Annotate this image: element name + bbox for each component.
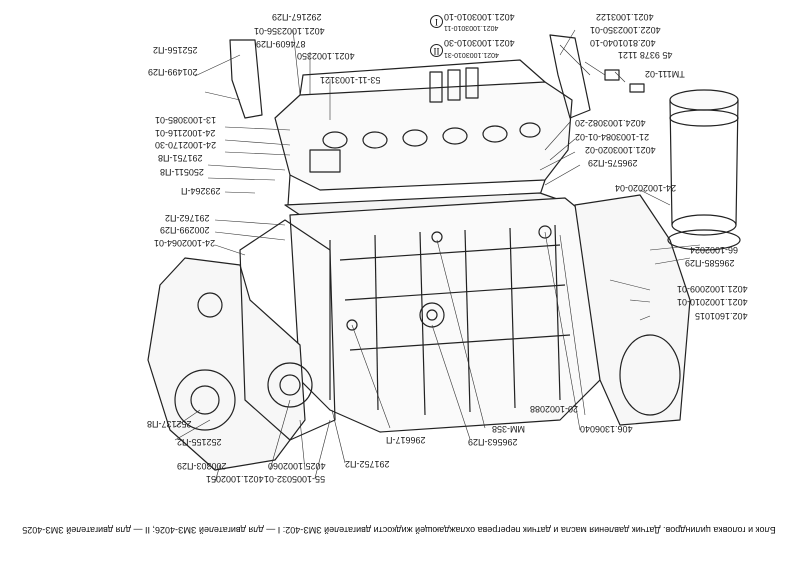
bellhousing: [574, 194, 691, 426]
part-label: 296617-П: [386, 435, 426, 445]
part-label: 4021.1003122: [596, 12, 654, 22]
part-label: 402.8101040-10: [590, 38, 656, 48]
part-label: 296575-П29: [588, 158, 638, 168]
part-label: 291752-П2: [345, 459, 390, 469]
part-label: 4025.1002060: [268, 461, 326, 471]
variant-label: 4021.1003010-30: [444, 38, 515, 48]
part-label: 55-1005032-01: [264, 474, 326, 484]
variant-label: 4021.1003010-31: [444, 51, 499, 58]
part-label: 293264-П: [181, 186, 221, 196]
part-label: 406.1306040: [580, 424, 633, 434]
part-label: 66-1002024: [690, 245, 739, 255]
front-plate: [239, 219, 336, 441]
part-label: 4022.1002350-01: [590, 25, 661, 35]
variant-marker-2: II: [430, 44, 443, 57]
part-label: 4021.1002350: [297, 51, 355, 61]
part-label: 4021.1002009-01: [677, 284, 748, 294]
variant-marker-1: I: [430, 15, 443, 28]
part-label: 24-1002064-01: [154, 238, 216, 248]
part-label: 45 9378 1121: [618, 50, 673, 60]
variant-label: 4021.1003010-10: [444, 12, 515, 22]
part-label: 4024.1003082-20: [575, 118, 646, 128]
part-label: 252137-П8: [147, 419, 192, 429]
part-label: 296585-П29: [685, 258, 735, 268]
part-label: 4021.1003020-02: [585, 145, 656, 155]
part-label: 13-1003085-01: [155, 115, 217, 125]
part-label: 252155-П2: [177, 437, 222, 447]
part-label: 292167-П29: [272, 12, 322, 22]
cylinder-liner: [667, 89, 741, 251]
part-label: 20-1002088: [530, 404, 579, 414]
part-label: 53-11-1003121: [320, 75, 381, 85]
part-label: 291762-П2: [165, 213, 210, 223]
variant-label: 4021.1003010-11: [444, 24, 499, 31]
part-label: 24-1002170-30: [155, 140, 217, 150]
part-label: ТМ111-02: [645, 69, 685, 79]
part-label: 296563-П29: [468, 437, 518, 447]
figure-caption: Блок и головка цилиндров. Датчик давлени…: [22, 525, 776, 535]
part-label: 250511-П8: [160, 167, 204, 177]
cylinder-head: [274, 59, 573, 206]
temperature-sensor: [629, 83, 645, 93]
timing-cover: [147, 257, 313, 471]
lift-bracket-left: [229, 39, 263, 119]
part-label: 200299-П29: [160, 225, 210, 235]
part-label: 21-1003084-01-02: [575, 132, 650, 142]
cylinder-block: [289, 197, 601, 433]
part-label: 4021.1002356-01: [254, 26, 325, 36]
part-label: 402.1601015: [695, 311, 748, 321]
part-label: 200303-П29: [177, 461, 227, 471]
part-label: 4021.1002051: [206, 474, 264, 484]
part-label: 4021.1002010-01: [677, 297, 748, 307]
part-label: 24-1002116-01: [155, 128, 216, 138]
part-label: 252156-П2: [153, 45, 198, 55]
part-label: 24-1002020-04: [615, 183, 677, 193]
part-label: 291751-П8: [158, 153, 203, 163]
part-label: ММ-358: [492, 424, 526, 434]
part-label: 201499-П29: [148, 67, 198, 77]
part-label: 874609-П29: [256, 39, 306, 49]
oil-pressure-sensor: [604, 69, 620, 81]
